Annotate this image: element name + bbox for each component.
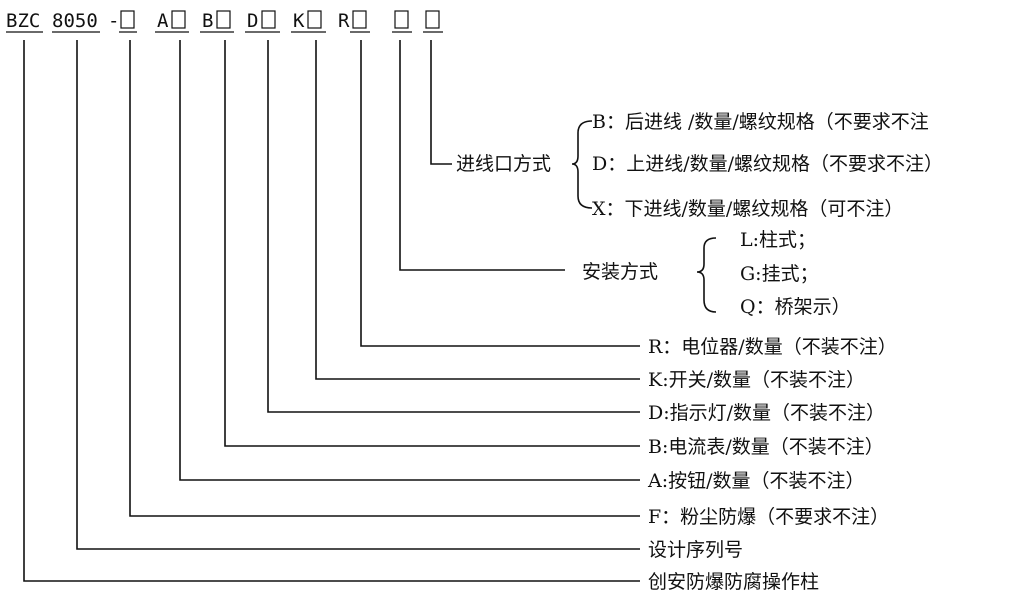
leader-mount <box>399 40 565 271</box>
code-segment-f: - <box>108 10 119 32</box>
mounting-option-q: Q：桥架示） <box>740 296 851 318</box>
leader-entry <box>430 40 452 165</box>
leader-lines <box>23 40 640 582</box>
placeholder-box-a <box>171 10 186 29</box>
description-a: A:按钮/数量（不装不注） <box>647 470 865 492</box>
model-code-header: BZC 8050 - A B D K R <box>6 10 443 33</box>
code-segment-num: 8050 <box>52 10 98 32</box>
entry-option-b: B：后进线 /数量/螺纹规格（不要求不注 <box>592 111 929 133</box>
placeholder-box-entry <box>425 10 440 29</box>
description-b: B:电流表/数量（不装不注） <box>648 436 884 458</box>
code-segment-d: D <box>247 10 258 32</box>
description-f: F：粉尘防爆（不要求不注） <box>648 506 889 528</box>
leader-f <box>129 40 640 517</box>
placeholder-box-r <box>352 10 367 29</box>
description-bzc: 创安防爆防腐操作柱 <box>648 571 819 593</box>
code-segment-b: B <box>202 10 213 32</box>
mounting-method-label: 安装方式 <box>582 261 658 283</box>
entry-method-label: 进线口方式 <box>456 153 551 175</box>
code-segment-a: A <box>157 10 169 32</box>
description-k: K:开关/数量（不装不注） <box>648 369 865 391</box>
leader-bzc <box>23 40 640 582</box>
leader-k <box>315 40 640 380</box>
description-d: D:指示灯/数量（不装不注） <box>648 402 885 424</box>
code-segment-bzc: BZC <box>6 10 40 32</box>
code-segment-k: K <box>293 10 305 32</box>
placeholder-box-k <box>307 10 322 29</box>
placeholder-box-f <box>120 10 135 29</box>
leader-d <box>267 40 640 413</box>
leader-b <box>224 40 640 447</box>
placeholder-box-d <box>261 10 276 29</box>
leader-r <box>360 40 640 347</box>
leader-a <box>179 40 640 481</box>
placeholder-box-b <box>216 10 231 29</box>
description-r: R：电位器/数量（不装不注） <box>648 336 897 358</box>
mounting-method-group: 安装方式 L:柱式； G:挂式； Q：桥架示） <box>582 229 851 318</box>
mounting-option-g: G:挂式； <box>740 263 819 285</box>
field-descriptions: R：电位器/数量（不装不注） K:开关/数量（不装不注） D:指示灯/数量（不装… <box>647 336 897 593</box>
mounting-option-l: L:柱式； <box>740 229 816 251</box>
description-num: 设计序列号 <box>648 539 743 561</box>
leader-num <box>76 40 640 550</box>
entry-option-d: D：上进线/数量/螺纹规格（不要求不注） <box>592 153 943 175</box>
placeholder-box-mount <box>394 10 409 29</box>
entry-option-x: X：下进线/数量/螺纹规格（可不注） <box>592 198 903 220</box>
entry-method-group: 进线口方式 B：后进线 /数量/螺纹规格（不要求不注 D：上进线/数量/螺纹规格… <box>456 111 943 220</box>
entry-method-brace <box>571 120 593 209</box>
mounting-method-brace <box>696 237 717 313</box>
code-segment-r: R <box>338 10 350 32</box>
